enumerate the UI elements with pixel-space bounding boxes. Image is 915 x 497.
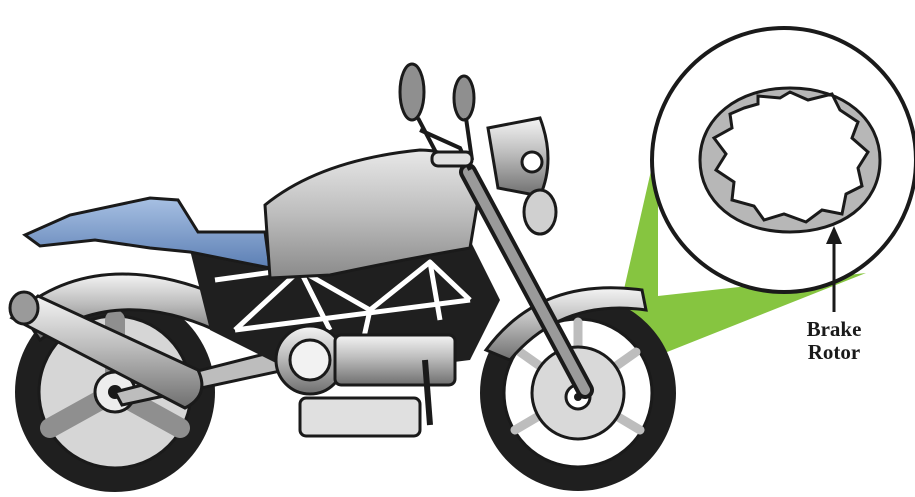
seat xyxy=(25,198,270,268)
brake-rotor-label: Brake Rotor xyxy=(796,318,872,364)
engine xyxy=(276,326,455,436)
label-line-brake: Brake xyxy=(796,318,872,341)
label-line-rotor: Rotor xyxy=(796,341,872,364)
